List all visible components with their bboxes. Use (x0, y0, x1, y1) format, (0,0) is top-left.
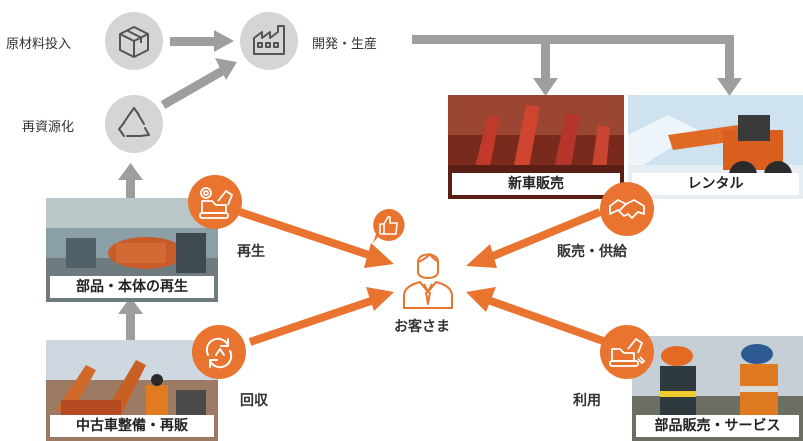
raw-input-label: 原材料投入 (6, 37, 72, 52)
box-icon (119, 26, 149, 58)
customer-label: お客さま (394, 319, 450, 335)
arrow-usage-to-customer (466, 287, 608, 346)
thumbs-up-badge (370, 207, 408, 245)
usage-label: 利用 (573, 393, 601, 409)
recycling-node (105, 95, 163, 153)
production-label: 開発・生産 (312, 37, 378, 52)
wrench-excavator-icon (609, 338, 645, 367)
rental-photo: レンタル (628, 95, 803, 199)
new-sales-photo: 新車販売 (448, 95, 624, 199)
arrow-sales-to-customer (466, 208, 602, 268)
used-caption: 中古車整備・再販 (50, 415, 214, 437)
regen-photo: 部品・本体の再生 (46, 198, 218, 302)
collection-label: 回収 (240, 393, 268, 409)
regeneration-node (188, 175, 242, 229)
new-sales-caption: 新車販売 (452, 173, 620, 195)
gear-excavator-icon (199, 187, 233, 219)
regen-caption: 部品・本体の再生 (50, 276, 214, 298)
sales-supply-node (600, 182, 654, 236)
production-node (240, 12, 298, 70)
person-icon (403, 253, 453, 309)
rental-caption: レンタル (632, 173, 799, 195)
arrow-production-to-sales-rental (412, 35, 742, 96)
arrow-collection-to-customer (248, 287, 394, 346)
arrow-raw-to-production (170, 30, 234, 52)
arrow-recycling-to-production (160, 58, 237, 109)
raw-input-node (105, 12, 163, 70)
arrow-regeneration-to-customer (238, 208, 394, 268)
handshake-icon (609, 199, 645, 219)
usage-node (600, 325, 654, 379)
recycling-label: 再資源化 (22, 120, 75, 135)
arrow-regen-to-recycling (118, 163, 143, 198)
parts-service-photo: 部品販売・サービス (632, 336, 803, 441)
thumbs-up-icon (373, 209, 405, 243)
collection-node (192, 325, 246, 379)
arrow-used-to-regen (118, 297, 143, 340)
regeneration-label: 再生 (237, 244, 265, 260)
customer-figure (396, 246, 460, 312)
refresh-icon (205, 337, 233, 369)
recycle-icon (118, 107, 150, 137)
factory-icon (253, 25, 285, 55)
sales-supply-label: 販売・供給 (557, 244, 627, 260)
used-photo: 中古車整備・再販 (46, 340, 218, 441)
parts-service-caption: 部品販売・サービス (636, 415, 799, 437)
